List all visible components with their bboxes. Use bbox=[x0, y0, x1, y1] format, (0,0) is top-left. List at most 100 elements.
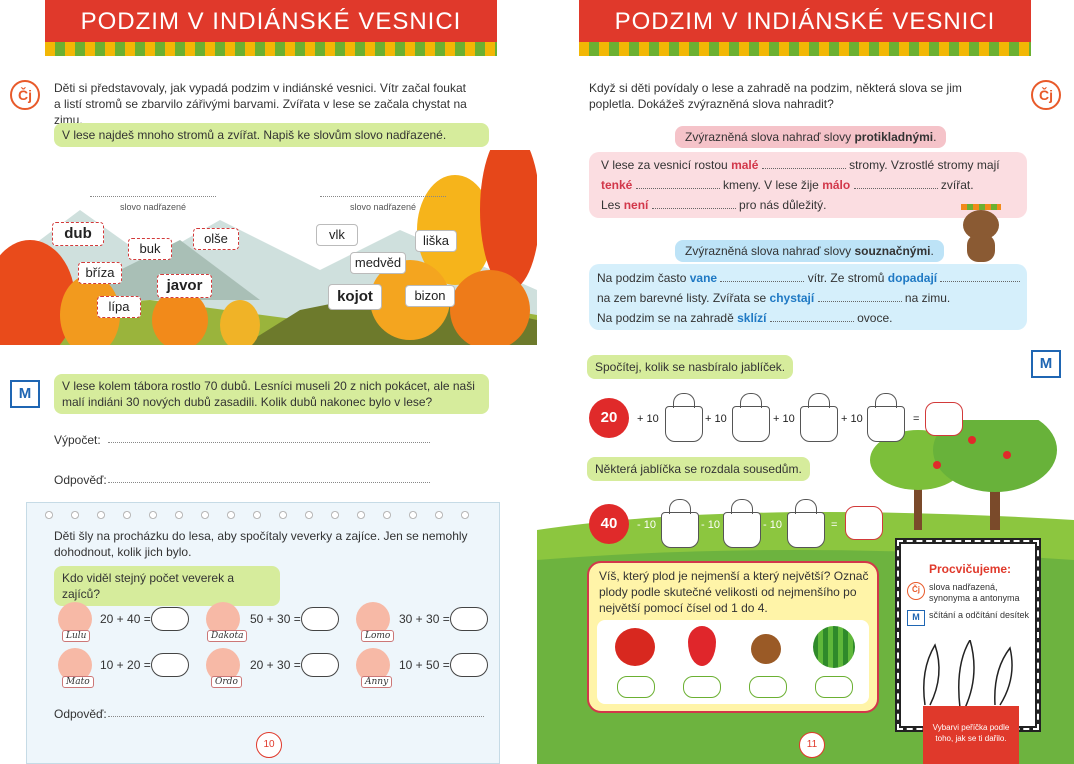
rank-input[interactable] bbox=[815, 676, 853, 698]
cj-icon: Čj bbox=[907, 582, 925, 600]
highlight-word: chystají bbox=[769, 291, 815, 305]
page-number: 11 bbox=[799, 732, 825, 758]
op-minus: - 10 bbox=[701, 519, 720, 531]
highlight-word: není bbox=[623, 198, 649, 212]
rank-input[interactable] bbox=[749, 676, 787, 698]
answer2-line[interactable] bbox=[108, 716, 484, 717]
right-page: Podzim v indiánské vesnici Když si děti … bbox=[537, 0, 1074, 764]
cj-icon: Čj bbox=[1031, 80, 1061, 110]
text: Les bbox=[601, 198, 624, 212]
apple-icon bbox=[615, 628, 655, 666]
word-dub: dub bbox=[52, 222, 104, 246]
answer-line-animals[interactable] bbox=[320, 196, 446, 197]
word-vlk: vlk bbox=[316, 224, 358, 246]
practice-title: Procvičujeme: bbox=[929, 562, 1012, 576]
task3-question: Kdo viděl stejný počet veverek a zajíců? bbox=[54, 566, 280, 606]
hazelnut-icon bbox=[751, 634, 781, 664]
kid-equation: 10 + 20 = bbox=[100, 658, 151, 672]
word-olse: olše bbox=[193, 228, 239, 250]
answer-pill[interactable] bbox=[151, 653, 189, 677]
synonym-instruction: Zvýrazněná slova nahraď slovy bbox=[685, 244, 855, 258]
practice-item-2: sčítání a odčítání desítek bbox=[929, 610, 1030, 620]
sup-label-animals: slovo nadřazené bbox=[349, 202, 417, 212]
kid-name: Ordo bbox=[211, 676, 242, 688]
left-title: Podzim v indiánské vesnici bbox=[80, 8, 462, 35]
fill-blank[interactable] bbox=[940, 272, 1021, 282]
feathers-icon[interactable] bbox=[915, 640, 1025, 710]
right-intro: Když si děti povídaly o lese a zahradě n… bbox=[589, 81, 962, 111]
kid-equation: 10 + 50 = bbox=[399, 658, 450, 672]
answer-box[interactable] bbox=[925, 402, 963, 436]
apple-icon: 20 bbox=[589, 398, 629, 438]
word-liska: liška bbox=[415, 230, 457, 252]
synonym-box bbox=[589, 264, 1027, 330]
give-question: Některá jablíčka se rozdala sousedům. bbox=[587, 457, 810, 481]
fill-blank[interactable] bbox=[635, 179, 720, 189]
syn-line-3: Na podzim se na zahradě sklízí ovoce. bbox=[597, 310, 893, 326]
kid-name: Dakota bbox=[207, 630, 248, 642]
op-plus: + 10 bbox=[773, 413, 795, 425]
period: . bbox=[930, 244, 934, 258]
word-buk: buk bbox=[128, 238, 172, 260]
rank-input[interactable] bbox=[617, 676, 655, 698]
page-number: 10 bbox=[256, 732, 282, 758]
kid-name: Lomo bbox=[361, 630, 395, 642]
fill-blank[interactable] bbox=[817, 292, 902, 302]
kid-equation: 50 + 30 = bbox=[250, 612, 301, 626]
notepad-rings bbox=[36, 510, 476, 520]
syn-line-1: Na podzim často vane vítr. Ze stromů dop… bbox=[597, 270, 1021, 286]
rank-input[interactable] bbox=[683, 676, 721, 698]
text: V lese za vesnicí rostou bbox=[601, 158, 732, 172]
answer-line[interactable] bbox=[108, 482, 430, 483]
antonym-keyword: protikladnými bbox=[854, 130, 934, 144]
answer-pill[interactable] bbox=[301, 607, 339, 631]
highlight-word: tenké bbox=[601, 178, 633, 192]
kid-name: Lulu bbox=[62, 630, 91, 642]
kid-equation: 20 + 30 = bbox=[250, 658, 301, 672]
answer-box[interactable] bbox=[845, 506, 883, 540]
text: Na podzim se na zahradě bbox=[597, 311, 738, 325]
fill-blank[interactable] bbox=[651, 199, 736, 209]
math-icon: M bbox=[907, 610, 925, 626]
left-intro: Děti si představovaly, jak vypadá podzim… bbox=[54, 81, 467, 127]
basket-icon bbox=[661, 499, 699, 548]
kid-equation: 30 + 30 = bbox=[399, 612, 450, 626]
fruit-question: Víš, který plod je nejmenší a který nejv… bbox=[599, 569, 869, 615]
text: na zem barevné listy. Zvířata se bbox=[597, 291, 770, 305]
task2-bar: V lese kolem tábora rostlo 70 dubů. Lesn… bbox=[54, 374, 489, 414]
answer-pill[interactable] bbox=[151, 607, 189, 631]
word-medved: medvěd bbox=[350, 252, 406, 274]
feather-note: Vybarvi peříčka podle toho, jak se ti da… bbox=[923, 706, 1019, 764]
right-header: Podzim v indiánské vesnici bbox=[579, 0, 1031, 56]
text: ovoce. bbox=[853, 311, 893, 325]
word-javor: javor bbox=[157, 274, 212, 298]
fill-blank[interactable] bbox=[769, 312, 854, 322]
cj-icon: Čj bbox=[10, 80, 40, 110]
word-bizon: bizon bbox=[405, 285, 455, 307]
answer-pill[interactable] bbox=[301, 653, 339, 677]
header-band bbox=[579, 42, 1031, 56]
watermelon-icon bbox=[813, 626, 855, 668]
basket-icon bbox=[867, 393, 905, 442]
antonym-instruction: Zvýrazněná slova nahraď slovy bbox=[685, 130, 855, 144]
basket-icon bbox=[787, 499, 825, 548]
basket-icon bbox=[800, 393, 838, 442]
text: zvířat. bbox=[937, 178, 974, 192]
op-equals: = bbox=[831, 519, 838, 531]
fill-blank[interactable] bbox=[720, 272, 805, 282]
answer-pill[interactable] bbox=[450, 607, 488, 631]
antonym-box bbox=[589, 152, 1027, 218]
antonym-bar: Zvýrazněná slova nahraď slovy protikladn… bbox=[675, 126, 947, 148]
notepad-card bbox=[26, 502, 500, 764]
left-page: Podzim v indiánské vesnici Čj Děti si př… bbox=[0, 0, 537, 764]
calc-line[interactable] bbox=[108, 442, 430, 443]
syn-line-2: na zem barevné listy. Zvířata se chystaj… bbox=[597, 290, 950, 306]
left-header: Podzim v indiánské vesnici bbox=[45, 0, 497, 56]
op-equals: = bbox=[913, 413, 920, 425]
answer-line-trees[interactable] bbox=[90, 196, 216, 197]
fill-blank[interactable] bbox=[761, 159, 846, 169]
answer-pill[interactable] bbox=[450, 653, 488, 677]
fill-blank[interactable] bbox=[853, 179, 938, 189]
highlight-word: vane bbox=[689, 271, 718, 285]
answer-label: Odpověď: bbox=[54, 473, 107, 487]
